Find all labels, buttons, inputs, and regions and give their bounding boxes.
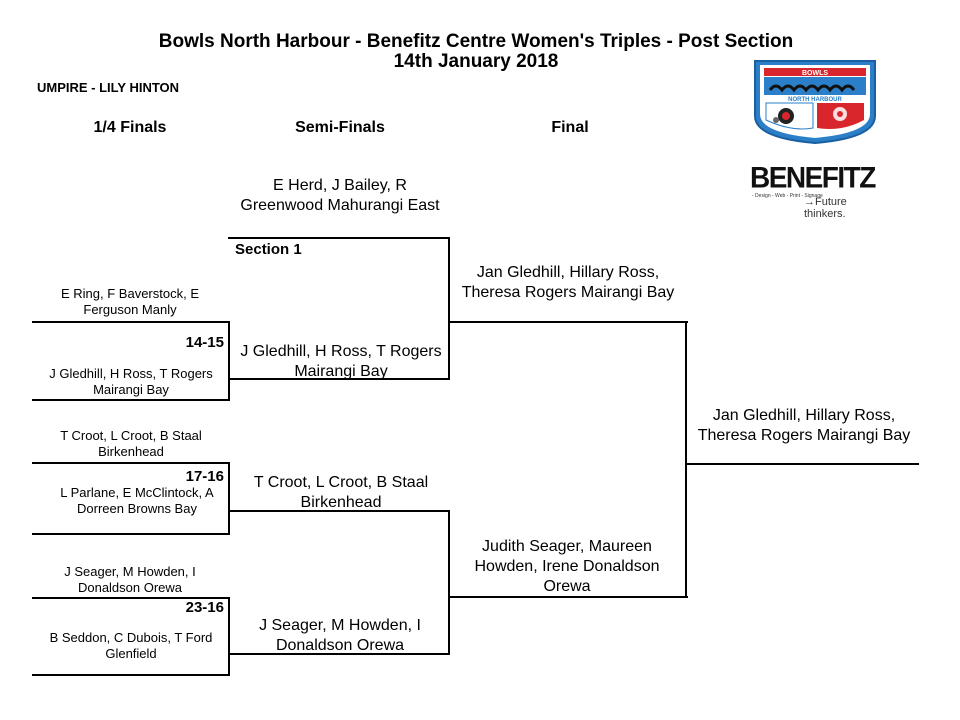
round-header-semi: Semi-Finals (295, 119, 385, 136)
qf2-team-a: T Croot, L Croot, B Staal Birkenhead (60, 428, 202, 459)
sponsor-name: BENEFITZ (750, 161, 876, 194)
final-team-b: Judith Seager, Maureen Howden, Irene Don… (474, 538, 660, 595)
svg-text:NORTH HARBOUR: NORTH HARBOUR (788, 97, 842, 103)
sponsor-tagline: - Design - Web - Print - Signage (752, 193, 823, 199)
round-header-final: Final (551, 119, 589, 136)
qf1-score: 14-15 (185, 334, 224, 351)
qf3-team-a: J Seager, M Howden, I Donaldson Orewa (64, 564, 196, 595)
sf1-team-a: E Herd, J Bailey, R Greenwood Mahurangi … (240, 177, 440, 214)
umpire-label: UMPIRE - LILY HINTON (37, 80, 180, 95)
qf1-team-a: E Ring, F Baverstock, E Ferguson Manly (61, 286, 199, 317)
qf2-score: 17-16 (185, 468, 224, 485)
round-header-quarter: 1/4 Finals (93, 119, 167, 136)
sponsor-slogan: →Future thinkers. (804, 196, 847, 220)
page-title: Bowls North Harbour - Benefitz Centre Wo… (158, 31, 794, 52)
bowls-north-harbour-crest-icon: BOWLS NORTH HARBOUR (754, 60, 876, 144)
sf1-team-b: J Gledhill, H Ross, T Rogers Mairangi Ba… (240, 343, 442, 380)
final-team-a: Jan Gledhill, Hillary Ross, Theresa Roge… (461, 264, 675, 301)
qf1-team-b: J Gledhill, H Ross, T Rogers Mairangi Ba… (49, 366, 213, 397)
sf2-team-a: T Croot, L Croot, B Staal Birkenhead (253, 474, 429, 511)
sponsor-logo: BENEFITZ - Design - Web - Print - Signag… (748, 161, 888, 220)
winner-team: Jan Gledhill, Hillary Ross, Theresa Roge… (697, 407, 911, 444)
arrow-right-icon: → (804, 196, 815, 208)
qf3-score: 23-16 (185, 599, 224, 616)
sf2-team-b: J Seager, M Howden, I Donaldson Orewa (259, 617, 421, 654)
qf3-team-b: B Seddon, C Dubois, T Ford Glenfield (49, 630, 213, 661)
qf2-team-b: L Parlane, E McClintock, A Dorreen Brown… (60, 485, 214, 516)
event-date: 14th January 2018 (393, 51, 559, 72)
sf1-section-note: Section 1 (235, 241, 302, 258)
svg-text:BOWLS: BOWLS (802, 70, 828, 77)
